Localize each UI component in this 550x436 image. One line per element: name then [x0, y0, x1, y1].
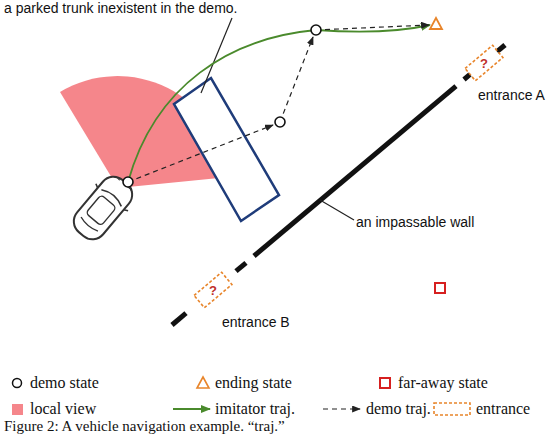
demo-trajectory	[280, 37, 313, 122]
ending-state-sample	[197, 377, 209, 388]
demo-trajectory	[316, 25, 429, 30]
imitator-trajectory	[128, 25, 430, 182]
legend-text: local view	[30, 400, 96, 418]
wall-label: an impassable wall	[356, 214, 474, 230]
legend-text: far-away state	[398, 374, 488, 392]
entrance-box: ?entrance A	[464, 52, 504, 74]
demo-state	[275, 117, 285, 127]
question-mark: ?	[464, 52, 504, 74]
far-away-sample	[380, 378, 390, 388]
legend-text: demo state	[30, 374, 99, 392]
car-icon	[65, 168, 141, 247]
demo-state	[311, 25, 321, 35]
demo-state-sample	[13, 379, 22, 388]
demo-line-sample	[323, 408, 360, 409]
impassable-wall	[172, 45, 505, 325]
question-mark: ?	[193, 279, 233, 301]
entrance-label: entrance A	[478, 87, 545, 103]
far-away-state	[435, 283, 445, 293]
demo-state	[123, 177, 133, 187]
callout-label: a parked trunk inexistent in the demo.	[4, 0, 237, 16]
ending-state	[430, 18, 442, 29]
legend-sample	[433, 400, 477, 418]
legend-sample	[172, 400, 216, 418]
legend-swatch	[12, 404, 23, 415]
parked-truck	[174, 78, 279, 221]
entrance-label: entrance B	[222, 314, 290, 330]
entrance-box: ?entrance B	[193, 279, 233, 301]
legend-text: ending state	[215, 374, 292, 392]
figure-caption: Figure 2: A vehicle navigation example. …	[4, 418, 285, 435]
imitator-line-sample	[173, 408, 210, 410]
legend-text: imitator traj.	[215, 400, 295, 418]
demo-trajectory	[128, 125, 273, 182]
legend-sample	[322, 400, 366, 418]
entrance-sample	[434, 403, 470, 415]
leader-line	[320, 200, 354, 220]
legend-text: demo traj.	[366, 400, 431, 418]
legend-text: entrance	[476, 400, 530, 418]
